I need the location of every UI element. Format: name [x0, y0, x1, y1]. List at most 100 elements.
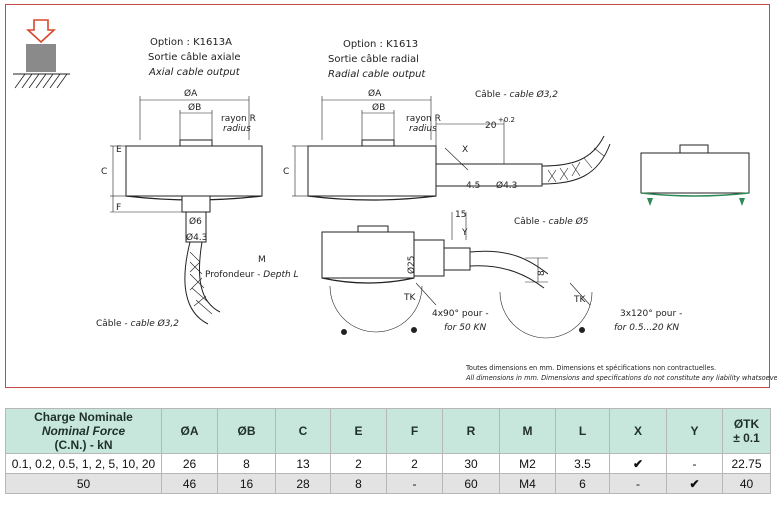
drawing-frame: [5, 4, 770, 388]
cell-m: M2: [499, 453, 556, 474]
axial-dia-6: Ø6: [189, 216, 202, 227]
section-depth-label: Profondeur - Depth L: [205, 270, 299, 280]
axial-dim-e: E: [116, 145, 122, 155]
cell-c: 13: [275, 453, 331, 474]
header-y: Y: [666, 408, 723, 454]
header-tk-tol: ± 0.1: [733, 431, 760, 445]
cell-a: 46: [161, 473, 218, 494]
header-force-fr: Charge Nominale: [34, 410, 133, 424]
section-cable-5-fr: Câble -: [514, 217, 549, 227]
header-tk: ØTK ± 0.1: [722, 408, 771, 454]
axial-dim-f: F: [116, 203, 121, 213]
radial-option-title: Option : K1613: [343, 39, 418, 50]
spec-table: Charge Nominale Nominal Force (C.N.) - k…: [5, 408, 771, 494]
section-dia-25: Ø25: [406, 255, 417, 274]
cell-f: 2: [386, 453, 443, 474]
axial-cable-fr: Câble -: [96, 319, 131, 329]
cell-tk: 22.75: [722, 453, 771, 474]
header-a: ØA: [161, 408, 218, 454]
header-e: E: [330, 408, 387, 454]
axial-option-title: Option : K1613A: [150, 37, 232, 48]
cell-x: -: [609, 473, 667, 494]
cell-m: M4: [499, 473, 556, 494]
header-tk-name: ØTK: [733, 417, 760, 431]
radial-dia-43: Ø4.3: [496, 180, 517, 191]
axial-title-fr: Sortie câble axiale: [148, 51, 241, 63]
table-header-row: Charge Nominale Nominal Force (C.N.) - k…: [5, 408, 771, 454]
header-c: C: [275, 408, 331, 454]
support-arrow-icon: [647, 198, 745, 206]
radial-cable-32-fr: Câble -: [475, 90, 510, 100]
holes-50-label: 4x90° pour -: [432, 309, 489, 319]
header-r: R: [442, 408, 500, 454]
header-force: Charge Nominale Nominal Force (C.N.) - k…: [5, 408, 162, 454]
cell-l: 3.5: [555, 453, 610, 474]
load-on-block-icon: [13, 19, 70, 89]
cell-e: 8: [330, 473, 387, 494]
radial-dim-20: 20: [485, 121, 497, 131]
table-row: 0.1, 0.2, 0.5, 1, 2, 5, 10, 20 26 8 13 2…: [5, 453, 771, 474]
cell-force: 0.1, 0.2, 0.5, 1, 2, 5, 10, 20: [5, 453, 162, 474]
radial-dim-45: 4.5: [466, 181, 480, 191]
section-tk-left: TK: [403, 293, 416, 303]
cell-y-check-icon: ✔: [666, 473, 723, 494]
axial-rayon-en: radius: [223, 124, 251, 134]
section-depth-en: Depth L: [263, 270, 298, 280]
section-dim-8: 8: [537, 270, 547, 276]
radial-dim-c: C: [283, 167, 289, 177]
radial-mark-x: X: [462, 145, 468, 155]
radial-cable-32-en: cable Ø3,2: [510, 89, 559, 100]
header-m: M: [499, 408, 556, 454]
section-dim-15: 15: [455, 210, 466, 220]
section-view-drawing: [321, 212, 593, 339]
note-fr: Toutes dimensions en mm. Dimensions et s…: [465, 364, 716, 372]
radial-rayon-en: radius: [409, 124, 437, 134]
radial-sensor-drawing: [292, 96, 611, 201]
axial-sensor-drawing: [110, 96, 263, 325]
radial-dim-20-tol: +0.2: [498, 116, 515, 124]
section-cable-5-label: Câble - cable Ø5: [514, 216, 589, 227]
section-tk-right: TK: [573, 295, 586, 305]
axial-dia-b: ØB: [188, 102, 201, 113]
cell-b: 16: [217, 473, 276, 494]
header-f: F: [386, 408, 443, 454]
table-row: 50 46 16 28 8 - 60 M4 6 - ✔ 40: [5, 473, 771, 494]
section-depth-fr: Profondeur -: [205, 270, 263, 280]
holes-50-sub: for 50 KN: [444, 323, 486, 333]
radial-dia-a: ØA: [368, 88, 382, 99]
cell-b: 8: [217, 453, 276, 474]
header-force-en: Nominal Force: [41, 424, 126, 438]
cell-f: -: [386, 473, 443, 494]
axial-dia-43: Ø4.3: [186, 232, 207, 243]
side-view-drawing: [640, 144, 750, 197]
axial-rayon-fr: rayon R: [221, 114, 256, 124]
cell-r: 60: [442, 473, 500, 494]
header-force-unit: (C.N.) - kN: [54, 438, 113, 452]
holes-small-sub: for 0.5...20 KN: [614, 323, 679, 333]
radial-title-fr: Sortie câble radial: [328, 53, 419, 65]
section-mark-y: Y: [461, 228, 468, 238]
axial-title-en: Axial cable output: [148, 67, 241, 78]
holes-small-label: 3x120° pour -: [620, 309, 682, 319]
section-mark-m: M: [258, 255, 266, 265]
radial-cable-32-label: Câble - cable Ø3,2: [475, 89, 558, 100]
cell-c: 28: [275, 473, 331, 494]
cell-force: 50: [5, 473, 162, 494]
axial-dia-a: ØA: [184, 88, 198, 99]
cell-e: 2: [330, 453, 387, 474]
note-en: All dimensions in mm. Dimensions and spe…: [465, 374, 777, 382]
radial-dia-b: ØB: [372, 102, 385, 113]
radial-rayon-fr: rayon R: [406, 114, 441, 124]
axial-dim-c: C: [101, 167, 107, 177]
cell-tk: 40: [722, 473, 771, 494]
cell-r: 30: [442, 453, 500, 474]
technical-drawing: Option : K1613A Sortie câble axiale Axia…: [13, 19, 777, 382]
cell-x-check-icon: ✔: [609, 453, 667, 474]
header-l: L: [555, 408, 610, 454]
radial-title-en: Radial cable output: [328, 69, 426, 80]
header-b: ØB: [217, 408, 276, 454]
cell-l: 6: [555, 473, 610, 494]
axial-cable-label: Câble - cable Ø3,2: [96, 318, 179, 329]
cell-a: 26: [161, 453, 218, 474]
axial-cable-en: cable Ø3,2: [131, 318, 180, 329]
